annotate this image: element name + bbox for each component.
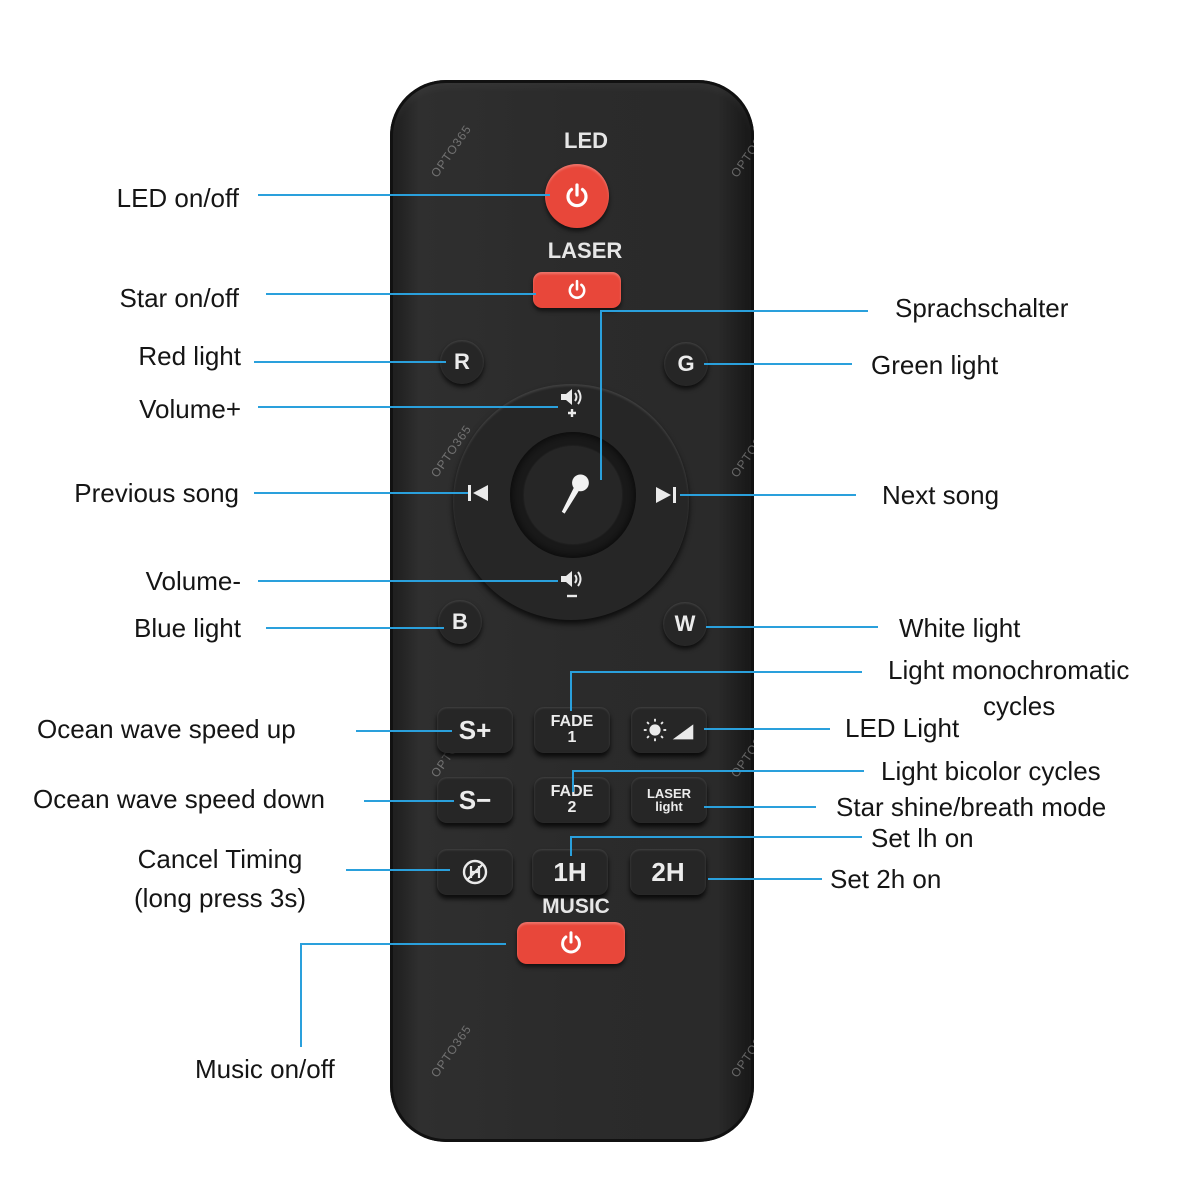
leader-white (706, 626, 878, 628)
set-2h-button[interactable]: 2H (630, 849, 706, 895)
callout-mono-cycles-2: cycles (983, 691, 1056, 721)
fade1-number: 1 (567, 729, 577, 746)
leader-ocean-up (356, 730, 452, 732)
leader-fade2-v (572, 770, 574, 792)
blue-light-button[interactable]: B (438, 600, 482, 644)
leader-fade2-h (572, 770, 864, 772)
two-h-label: 2H (651, 857, 685, 887)
next-track-icon (656, 487, 676, 503)
laser-light-button[interactable]: LASER light (631, 777, 707, 823)
laser-power-button[interactable] (533, 272, 621, 308)
leader-star (266, 293, 536, 295)
next-song-button[interactable] (654, 485, 678, 510)
laser-label: LASER (547, 238, 623, 263)
laser-button-sublabel: light (655, 799, 683, 814)
callout-led-light: LED Light (845, 713, 960, 743)
one-h-label: 1H (553, 857, 587, 887)
led-label: LED (564, 128, 608, 153)
red-light-button[interactable]: R (440, 340, 484, 384)
s-minus-label: S− (458, 785, 492, 815)
callout-ocean-up: Ocean wave speed up (37, 714, 296, 744)
previous-track-icon (468, 485, 488, 501)
led-power-button[interactable] (545, 164, 609, 228)
volume-down-button[interactable] (558, 570, 588, 607)
cancel-timing-button[interactable] (437, 849, 513, 895)
callout-cancel-timing: Cancel Timing (137, 844, 303, 874)
leader-fade1-h (570, 671, 862, 673)
callout-star-onoff: Star on/off (119, 283, 240, 313)
leader-ocean-down (364, 800, 454, 802)
leader-1h-v (570, 836, 572, 856)
callout-music-onoff: Music on/off (195, 1054, 335, 1084)
set-1h-button[interactable]: 1H (532, 849, 608, 895)
leader-cancel (346, 869, 450, 871)
leader-music-h (300, 943, 506, 945)
fade1-label: FADE (550, 713, 594, 730)
leader-sprach-h (600, 310, 868, 312)
callout-mono-cycles: Light monochromatic (888, 655, 1130, 685)
power-icon (561, 931, 581, 954)
leader-next (680, 494, 856, 496)
leader-music-v (300, 943, 302, 1047)
white-light-button[interactable]: W (663, 602, 707, 646)
music-power-button[interactable] (517, 922, 625, 964)
leader-led (258, 194, 550, 196)
callout-ocean-down: Ocean wave speed down (33, 784, 325, 814)
leader-volume-up (258, 406, 558, 408)
laser-button-label: LASER (646, 786, 692, 801)
callout-red-light: Red light (138, 341, 241, 371)
leader-fade1-v (570, 671, 572, 711)
previous-song-button[interactable] (466, 483, 490, 508)
callout-led-onoff: LED on/off (116, 183, 239, 213)
callout-sprachschalter: Sprachschalter (895, 293, 1069, 323)
callout-next-song: Next song (882, 480, 1000, 510)
callout-white-light: White light (899, 613, 1021, 643)
leader-2h (708, 878, 822, 880)
leader-1h-h (570, 836, 862, 838)
callout-volume-minus: Volume- (145, 566, 241, 596)
microphone-icon (561, 474, 589, 514)
leader-green (704, 363, 852, 365)
callout-cancel-timing-note: (long press 3s) (134, 883, 306, 913)
power-icon (566, 183, 588, 208)
callout-bicolor-cycles: Light bicolor cycles (881, 756, 1101, 786)
brightness-icon (643, 718, 694, 742)
leader-red (254, 361, 446, 363)
leader-led-light (704, 728, 830, 730)
power-icon (568, 279, 586, 299)
fade1-button[interactable]: FADE 1 (534, 707, 610, 753)
callout-green-light: Green light (871, 350, 999, 380)
callout-star-shine: Star shine/breath mode (836, 792, 1107, 822)
leader-blue (266, 627, 444, 629)
callout-previous-song: Previous song (74, 478, 239, 508)
led-brightness-button[interactable] (631, 707, 707, 753)
leader-star-shine (704, 806, 816, 808)
leader-previous (254, 492, 468, 494)
callout-set-2h: Set 2h on (830, 864, 942, 894)
leader-volume-down (258, 580, 558, 582)
fade2-label: FADE (551, 784, 594, 800)
callout-set-1h: Set lh on (871, 823, 974, 853)
timer-cancel-icon (462, 859, 488, 885)
volume-down-icon (561, 571, 582, 598)
ocean-speed-down-button[interactable]: S− (437, 777, 513, 823)
fade2-number: 2 (567, 799, 577, 816)
music-label: MUSIC (542, 895, 610, 918)
volume-up-button[interactable] (558, 386, 588, 423)
fade2-button[interactable]: FADE 2 (534, 777, 610, 823)
voice-switch-button[interactable] (524, 446, 622, 544)
green-light-button[interactable]: G (664, 342, 708, 386)
callout-volume-plus: Volume+ (139, 394, 241, 424)
volume-up-icon (561, 389, 582, 417)
callout-blue-light: Blue light (134, 613, 241, 643)
s-plus-label: S+ (458, 715, 492, 745)
leader-sprach-v (600, 310, 602, 480)
